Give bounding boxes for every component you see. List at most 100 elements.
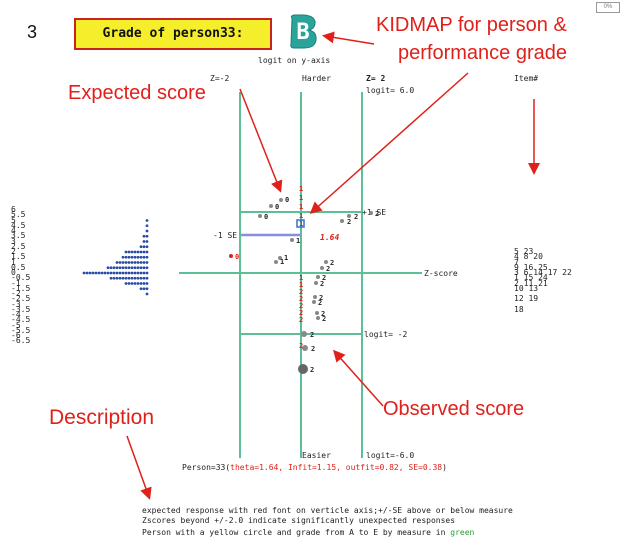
grade-letter-icon: B	[290, 14, 317, 49]
svg-text:2: 2	[330, 259, 334, 267]
grade-label: Grade of person33:	[74, 18, 272, 50]
distribution-dot	[88, 271, 92, 275]
distribution-dot	[127, 282, 131, 285]
item-row: 12 19	[514, 294, 539, 304]
logit-minus2-label: logit= -2	[364, 330, 408, 339]
distribution-dot	[112, 271, 116, 275]
y-tick-label: -4.5	[11, 315, 31, 325]
observed-score-arrow	[333, 349, 384, 407]
svg-text:2: 2	[321, 310, 325, 318]
distribution-dot	[142, 287, 146, 291]
y-tick-label: -3	[11, 299, 21, 309]
svg-text:2: 2	[354, 213, 358, 221]
y-tick-label: -1	[11, 278, 21, 288]
distribution-dot	[115, 271, 119, 275]
item-row: 10 13	[514, 283, 539, 293]
y-tick-label: 4	[11, 226, 16, 235]
distribution-dot	[124, 266, 128, 270]
person-suffix: )	[442, 463, 447, 472]
distribution-dot	[109, 271, 113, 275]
item-number-header: Item#	[514, 74, 538, 83]
svg-text:1: 1	[299, 281, 303, 289]
distribution-dot	[139, 271, 143, 275]
distribution-dot	[127, 255, 131, 259]
svg-text:1: 1	[299, 203, 303, 211]
person-stats-line: Person=33(theta=1.64, Infit=1.15, outfit…	[182, 463, 447, 472]
y-tick-label: 1.5	[11, 252, 26, 262]
grade-letter: B	[296, 20, 309, 45]
svg-text:1: 1	[299, 185, 303, 193]
svg-text:2: 2	[299, 316, 303, 324]
svg-text:1: 1	[299, 212, 303, 220]
z-plus2-label: Z= 2	[366, 74, 385, 83]
distribution-dot	[118, 261, 122, 264]
theta-value-label: 1.64	[320, 233, 339, 242]
zoom-indicator: 0%	[596, 2, 620, 13]
y-tick-label: 4.5	[11, 220, 26, 230]
item-row: 7	[514, 257, 519, 267]
distribution-dot	[124, 276, 128, 280]
distribution-dot	[142, 245, 146, 249]
z-score-label: Z-score	[424, 269, 458, 278]
z-minus2-label: Z=-2	[210, 74, 229, 83]
distribution-dot	[136, 266, 140, 270]
kidmap-title-line1: KIDMAP for person &	[376, 14, 567, 36]
item-row: 18	[514, 304, 524, 314]
svg-text:1: 1	[296, 237, 300, 245]
svg-text:2: 2	[322, 315, 326, 323]
svg-text:1: 1	[299, 274, 303, 282]
distribution-dot	[124, 255, 128, 259]
distribution-dot	[145, 250, 149, 254]
distribution-dot	[142, 266, 146, 270]
distribution-dot	[145, 234, 149, 238]
distribution-dot	[121, 266, 125, 270]
distribution-dot	[112, 266, 116, 270]
distribution-dot	[106, 271, 110, 275]
distribution-dot	[133, 271, 137, 275]
distribution-dot	[130, 250, 134, 254]
y-tick-label: -5.5	[11, 325, 31, 335]
distribution-dot	[136, 255, 140, 259]
distribution-dot	[145, 240, 149, 243]
distribution-dot	[145, 219, 149, 222]
distribution-dot	[127, 276, 131, 280]
person-stats: theta=1.64, Infit=1.15, outfit=0.82, SE=…	[230, 463, 443, 472]
distribution-dot	[139, 255, 143, 259]
svg-text:1: 1	[299, 220, 303, 228]
distribution-dot	[145, 255, 149, 259]
description-green-word: green	[450, 528, 475, 537]
distribution-dot	[142, 276, 146, 280]
svg-text:2: 2	[311, 345, 315, 353]
svg-text:2: 2	[320, 280, 324, 288]
item-row: 2 11 21	[514, 278, 548, 288]
panel-number: 3	[27, 22, 38, 42]
distribution-dot	[142, 255, 146, 259]
distribution-dot	[109, 276, 113, 280]
y-tick-label: 5.5	[11, 210, 26, 220]
distribution-dot	[115, 276, 119, 280]
distribution-dot	[106, 266, 110, 270]
distribution-dot	[142, 250, 146, 254]
distribution-dot	[139, 266, 143, 270]
distribution-dot	[145, 266, 149, 270]
distribution-dot	[145, 276, 149, 280]
y-tick-label: -1.5	[11, 283, 31, 293]
distribution-dot	[133, 266, 137, 270]
distribution-dot	[136, 261, 140, 264]
logit-top-label: logit= 6.0	[366, 86, 414, 95]
distribution-dot	[112, 276, 116, 280]
distribution-dot	[130, 261, 134, 264]
distribution-dot	[133, 276, 137, 280]
distribution-dot	[118, 276, 122, 280]
svg-text:2: 2	[310, 331, 314, 339]
distribution-dot	[124, 282, 128, 285]
expected-score-annotation: Expected score	[68, 82, 206, 104]
distribution-dot	[142, 271, 146, 275]
distribution-dot	[136, 282, 140, 285]
distribution-dot	[133, 255, 137, 259]
distribution-dot	[136, 250, 140, 254]
kidmap-title-line2: performance grade	[398, 42, 567, 64]
svg-text:2: 2	[322, 274, 326, 282]
observed-score-annotation: Observed score	[383, 398, 525, 420]
